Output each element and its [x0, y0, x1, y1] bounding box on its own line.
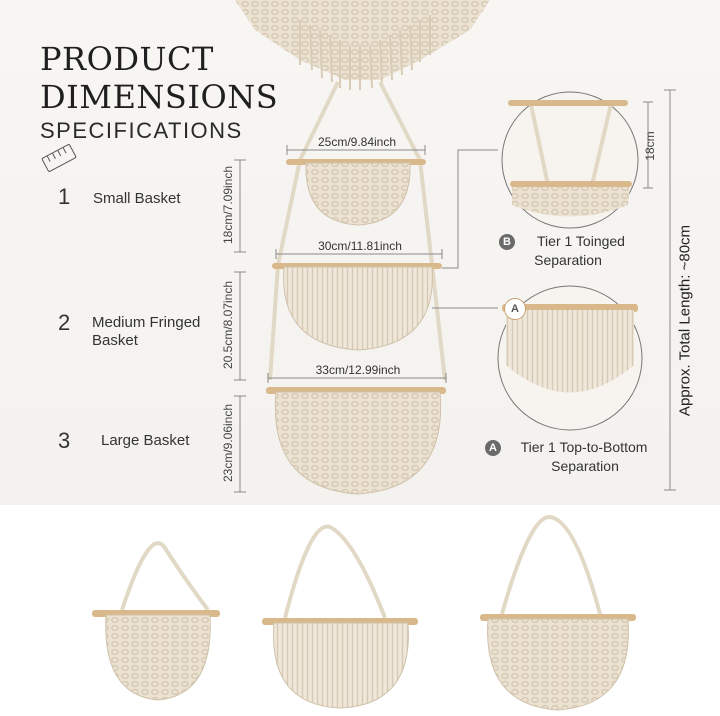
height-large-label: 23cm/9.06inch — [221, 403, 235, 483]
detail-circle-a — [497, 285, 643, 431]
bottom-small-basket — [92, 541, 220, 701]
height-small-label: 18cm/7.09inch — [221, 165, 235, 245]
width-medium-label: 30cm/11.81inch — [318, 239, 402, 253]
detail-circle-b — [501, 91, 639, 229]
small-basket-illustration — [286, 159, 426, 226]
item-number-1: 1 — [58, 184, 71, 209]
medium-basket-illustration — [272, 263, 442, 351]
bottom-medium-basket — [262, 524, 418, 709]
heading-line-3: SPECIFICATIONS — [40, 118, 243, 143]
callout-b-line1: Tier 1 Toinged — [537, 233, 625, 249]
callout-a-line2: Separation — [551, 458, 619, 474]
item-label-medium-line1: Medium Fringed — [92, 314, 201, 331]
callout-b-line2: Separation — [534, 252, 602, 268]
item-label-large-basket: Large Basket — [101, 432, 190, 449]
item-number-2: 2 — [58, 310, 71, 335]
badge-b: B — [499, 234, 515, 250]
separation-18cm-label: 18cm — [643, 131, 657, 161]
heading-line-1: PRODUCT — [40, 40, 214, 78]
item-label-small-basket: Small Basket — [93, 190, 181, 207]
badge-a: A — [485, 440, 501, 456]
large-basket-illustration — [266, 387, 446, 495]
badge-a-top: A — [504, 298, 526, 320]
total-length-label: Approx. Total Length: ~80cm — [676, 224, 694, 417]
hanging-ropes — [268, 81, 447, 381]
bottom-large-basket — [480, 515, 636, 711]
width-small-label: 25cm/9.84inch — [317, 135, 397, 149]
macrame-hanger — [235, 0, 490, 90]
width-large-label: 33cm/12.99inch — [315, 363, 401, 377]
heading-line-2: DIMENSIONS — [40, 78, 279, 116]
dimension-lines — [234, 89, 676, 493]
item-number-3: 3 — [58, 428, 71, 453]
height-medium-label: 20.5cm/8.07inch — [221, 280, 235, 370]
item-label-medium-line2: Basket — [92, 332, 138, 349]
callout-a-line1: Tier 1 Top-to-Bottom — [520, 439, 648, 455]
